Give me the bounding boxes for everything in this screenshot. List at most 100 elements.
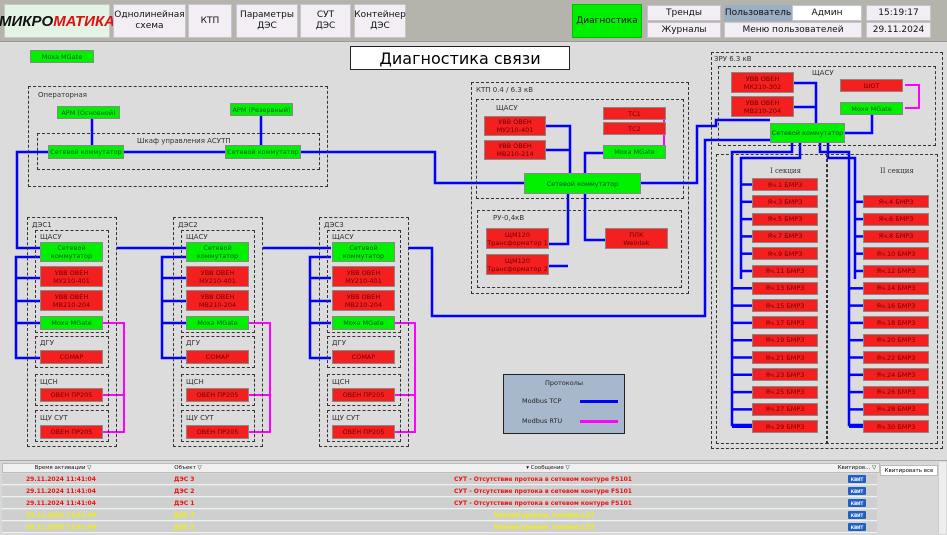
zru-cell-s1[interactable]: Яч.1 БМРЗ [752, 178, 818, 191]
zru-cell-s2[interactable]: Яч.20 БМРЗ [863, 333, 929, 347]
user-name: Админ [792, 5, 862, 21]
des-1-shu-sut-pr205[interactable]: ОВЕН ПР205 [40, 425, 103, 439]
zru-shot[interactable]: ШОТ [840, 79, 903, 92]
zru-cell-s2[interactable]: Яч.30 БМРЗ [863, 420, 929, 434]
zru-cell-s1[interactable]: Яч.27 БМРЗ [752, 402, 818, 416]
nav-diagnostics[interactable]: Диагностика [572, 4, 642, 38]
operator-switch-2[interactable]: Сетевой коммутатор [225, 145, 301, 159]
alarm-row[interactable]: 29.11.2024 11:41:04 ДЭС 3 Низкий уровень… [2, 510, 877, 521]
zru-cell-s2[interactable]: Яч.6 БМРЗ [863, 212, 929, 226]
des-3-shu-sut-pr205[interactable]: ОВЕН ПР205 [332, 425, 395, 439]
ktp-tc1[interactable]: ТС1 [603, 107, 666, 120]
zru-moxa-mgate[interactable]: Moxa MGate [840, 102, 903, 115]
acknowledge-button[interactable]: КВИТ [848, 487, 866, 495]
user-menu-button[interactable]: Меню пользователей [724, 22, 862, 38]
des-1-network-switch[interactable]: Сетевой коммутатор [40, 242, 103, 262]
des-3-uvv-mu210-401[interactable]: УВВ ОВЕН МУ210-401 [332, 266, 395, 287]
ktp-shm120-transformer-2[interactable]: ЩМ120 Трансформатор 2 [486, 254, 549, 275]
zru-cell-s2[interactable]: Яч.16 БМРЗ [863, 299, 929, 313]
alarm-row[interactable]: 29.11.2024 11:41:04 ДЭС 3 СУТ - Отсутств… [2, 474, 877, 485]
acknowledge-button[interactable]: КВИТ [848, 523, 866, 531]
col-object[interactable]: Объект ▽ [174, 465, 202, 471]
zru-cell-s1[interactable]: Яч.5 БМРЗ [752, 212, 818, 226]
alarm-table-scrollbar[interactable] [938, 462, 946, 534]
des-3-uvv-mv210-204[interactable]: УВВ ОВЕН МВ210-204 [332, 290, 395, 311]
des-3-comap[interactable]: COMAP [332, 350, 395, 364]
zru-network-switch[interactable]: Сетевой коммутатор [770, 123, 845, 143]
zru-cell-s1[interactable]: Яч.15 БМРЗ [752, 299, 818, 313]
des-1-uvv-mv210-204[interactable]: УВВ ОВЕН МВ210-204 [40, 290, 103, 311]
des-2-shasu-group [181, 230, 255, 333]
nav-ktp[interactable]: КТП [188, 4, 232, 38]
zru-cell-s1[interactable]: Яч.17 БМРЗ [752, 316, 818, 330]
zru-cell-s2[interactable]: Яч.12 БМРЗ [863, 264, 929, 278]
ktp-moxa-mgate[interactable]: Moxa MGate [603, 145, 666, 159]
des-2-comap[interactable]: COMAP [186, 350, 249, 364]
des-2-network-switch[interactable]: Сетевой коммутатор [186, 242, 249, 262]
des-3-network-switch[interactable]: Сетевой коммутатор [332, 242, 395, 262]
des-1-shsn-pr205[interactable]: ОВЕН ПР205 [40, 388, 103, 402]
des-1-moxa-mgate[interactable]: Moxa MGate [40, 316, 103, 330]
alarm-row[interactable]: 29.11.2024 11:41:04 ДЭС 2 Низкий уровень… [2, 522, 877, 533]
ktp-uvv-mv210-214[interactable]: УВВ ОВЕН МВ210-214 [484, 140, 546, 160]
zru-cell-s2[interactable]: Яч.26 БМРЗ [863, 385, 929, 399]
zru-cell-s2[interactable]: Яч.18 БМРЗ [863, 316, 929, 330]
ktp-tc2[interactable]: ТС2 [603, 122, 666, 135]
protocol-legend: Протоколы Modbus TCP Modbus RTU [503, 374, 625, 434]
acknowledge-button[interactable]: КВИТ [848, 511, 866, 519]
zru-uvv-mv210-204[interactable]: УВВ ОВЕН МВ210-204 [731, 96, 794, 117]
des-1-comap[interactable]: COMAP [40, 350, 103, 364]
des-3-moxa-mgate[interactable]: Moxa MGate [332, 316, 395, 330]
nav-trends[interactable]: Тренды [647, 5, 721, 21]
col-message[interactable]: ▾ Сообщение ▽ [526, 465, 570, 471]
ktp-network-switch[interactable]: Сетевой коммутатор [524, 173, 641, 194]
alarm-object: ДЭС 3 [174, 512, 195, 519]
zru-cell-s1[interactable]: Яч.19 БМРЗ [752, 333, 818, 347]
col-activation-time[interactable]: Время активации ▽ [34, 465, 92, 471]
zru-cell-s1[interactable]: Яч.21 БМРЗ [752, 351, 818, 364]
des-2-shsn-pr205[interactable]: ОВЕН ПР205 [186, 388, 249, 402]
zru-cell-s1[interactable]: Яч.29 БМРЗ [752, 420, 818, 434]
zru-cell-s1[interactable]: Яч.9 БМРЗ [752, 247, 818, 261]
nav-des-params[interactable]: Параметры ДЭС [236, 4, 298, 38]
zru-cell-s1[interactable]: Яч.25 БМРЗ [752, 385, 818, 399]
zru-uvv-mk210-302[interactable]: УВВ ОВЕН МК210-302 [731, 72, 794, 93]
zru-cell-s2[interactable]: Яч.24 БМРЗ [863, 368, 929, 382]
des-2-shu-sut-pr205[interactable]: ОВЕН ПР205 [186, 425, 249, 439]
zru-cell-s2[interactable]: Яч.22 БМРЗ [863, 351, 929, 364]
acknowledge-all-button[interactable]: Квитировать все [880, 465, 938, 476]
nav-sut-des[interactable]: СУТ ДЭС [300, 4, 351, 38]
nav-journals[interactable]: Журналы [647, 22, 721, 38]
zru-cell-s1[interactable]: Яч.23 БМРЗ [752, 368, 818, 382]
moxa-mgate-top[interactable]: Moxa MGate [30, 50, 94, 63]
zru-cell-s1[interactable]: Яч.11 БМРЗ [752, 264, 818, 278]
acknowledge-button[interactable]: КВИТ [848, 499, 866, 507]
ktp-uvv-mu210-401[interactable]: УВВ ОВЕН МУ210-401 [484, 116, 546, 136]
zru-cell-s1[interactable]: Яч.13 БМРЗ [752, 281, 818, 295]
des-1-uvv-mu210-401[interactable]: УВВ ОВЕН МУ210-401 [40, 266, 103, 287]
zru-cell-s2[interactable]: Яч.8 БМРЗ [863, 229, 929, 243]
zru-cell-s1[interactable]: Яч.7 БМРЗ [752, 229, 818, 243]
alarm-row[interactable]: 29.11.2024 11:41:04 ДЭС 1 СУТ - Отсутств… [2, 498, 877, 509]
nav-container-des[interactable]: Контейнер ДЭС [354, 4, 406, 38]
zru-cell-s2[interactable]: Яч.14 БМРЗ [863, 281, 929, 295]
arm-reserve[interactable]: АРМ (Резервный) [230, 103, 293, 116]
zru-cell-s2[interactable]: Яч.10 БМРЗ [863, 247, 929, 261]
alarm-row[interactable]: 29.11.2024 11:41:04 ДЭС 2 СУТ - Отсутств… [2, 486, 877, 497]
nav-single-line[interactable]: Однолинейная схема [113, 4, 186, 38]
des-2-uvv-mv210-204[interactable]: УВВ ОВЕН МВ210-204 [186, 290, 249, 311]
zru-cell-s1[interactable]: Яч.3 БМРЗ [752, 195, 818, 209]
arm-main[interactable]: АРМ (Основной) [57, 106, 120, 119]
operator-switch-1[interactable]: Сетевой коммутатор [48, 145, 124, 159]
des-3-shsn-pr205[interactable]: ОВЕН ПР205 [332, 388, 395, 402]
ktp-shm120-transformer-1[interactable]: ЩМ120 Трансформатор 1 [486, 228, 549, 249]
des-3-shasu-group [327, 230, 401, 333]
ktp-plc-weintek[interactable]: ПЛК Weintek [605, 228, 668, 249]
zru-cell-s2[interactable]: Яч.4 БМРЗ [863, 195, 929, 209]
col-acknowledge[interactable]: Квитиров... ▽ [837, 465, 877, 471]
acknowledge-button[interactable]: КВИТ [848, 475, 866, 483]
des-2-moxa-mgate[interactable]: Moxa MGate [186, 316, 249, 330]
des-2-uvv-mu210-401[interactable]: УВВ ОВЕН МУ210-401 [186, 266, 249, 287]
zru-cell-s2[interactable]: Яч.28 БМРЗ [863, 402, 929, 416]
